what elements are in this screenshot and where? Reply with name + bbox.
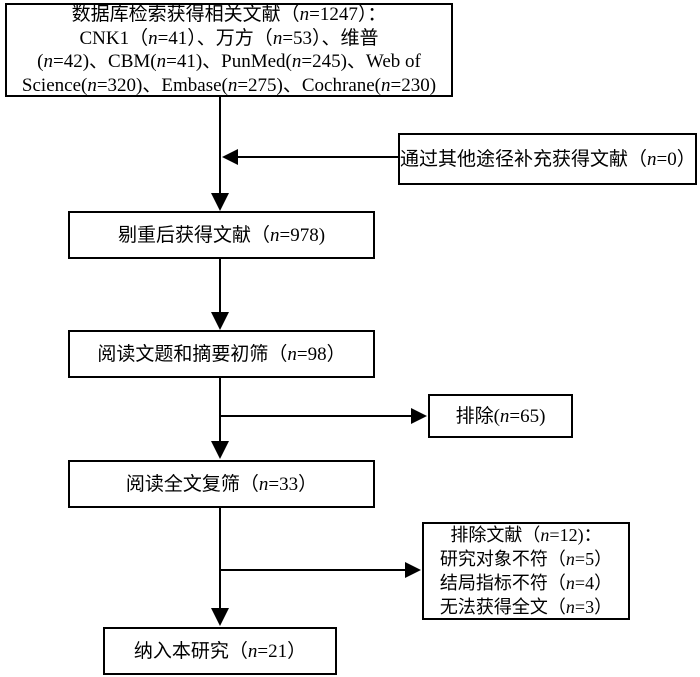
arrow-branch-excluded-65 — [220, 408, 427, 424]
arrow-titleabs-to-fulltext — [211, 378, 229, 459]
box-other-sources: 通过其他途径补充获得文献（n=0） — [398, 133, 697, 185]
arrow-fulltext-to-included — [211, 508, 229, 626]
box-fulltext-screen: 阅读全文复筛（n=33） — [68, 460, 375, 508]
other-sources-label: 通过其他途径补充获得文献（n=0） — [400, 148, 696, 170]
included-label: 纳入本研究（n=21） — [133, 640, 307, 662]
database-search-line1: 数据库检索获得相关文献（n=1247）： — [71, 4, 387, 25]
box-included-in-study: 纳入本研究（n=21） — [103, 627, 337, 675]
box-excluded-12: 排除文献（n=12)： 研究对象不符（n=5） 结局指标不符（n=4） 无法获得… — [422, 522, 630, 620]
box-title-abstract-screen: 阅读文题和摘要初筛（n=98） — [68, 330, 375, 378]
box-database-search: 数据库检索获得相关文献（n=1247）： CNK1（n=41）、万方（n=53）… — [5, 3, 453, 97]
database-search-line4: Science(n=320)、Embase(n=275)、Cochrane(n=… — [21, 74, 437, 96]
excluded-12-line3: 结局指标不符（n=4） — [439, 573, 613, 593]
title-abstract-screen-label: 阅读文题和摘要初筛（n=98） — [97, 343, 346, 365]
excluded-12-line1: 排除文献（n=12)： — [450, 525, 602, 545]
fulltext-screen-label: 阅读全文复筛（n=33） — [125, 473, 318, 495]
database-search-line2: CNK1（n=41）、万方（n=53）、维普 — [79, 27, 379, 49]
after-dedup-label: 剔重后获得文献（n=978) — [117, 224, 326, 246]
excluded-12-line4: 无法获得全文（n=3） — [439, 597, 613, 617]
arrow-dedupe-to-titleabs — [211, 259, 229, 330]
box-excluded-65: 排除(n=65) — [428, 394, 573, 438]
excluded-65-label: 排除(n=65) — [455, 405, 546, 427]
arrow-supplement-to-spine — [222, 149, 398, 165]
arrow-top-to-dedupe — [211, 97, 229, 211]
excluded-12-line2: 研究对象不符（n=5） — [439, 549, 613, 569]
arrow-branch-excluded-12 — [220, 562, 421, 578]
database-search-line3: (n=42)、CBM(n=41)、PunMed(n=245)、Web of — [37, 51, 421, 72]
box-after-dedup: 剔重后获得文献（n=978) — [68, 211, 375, 259]
